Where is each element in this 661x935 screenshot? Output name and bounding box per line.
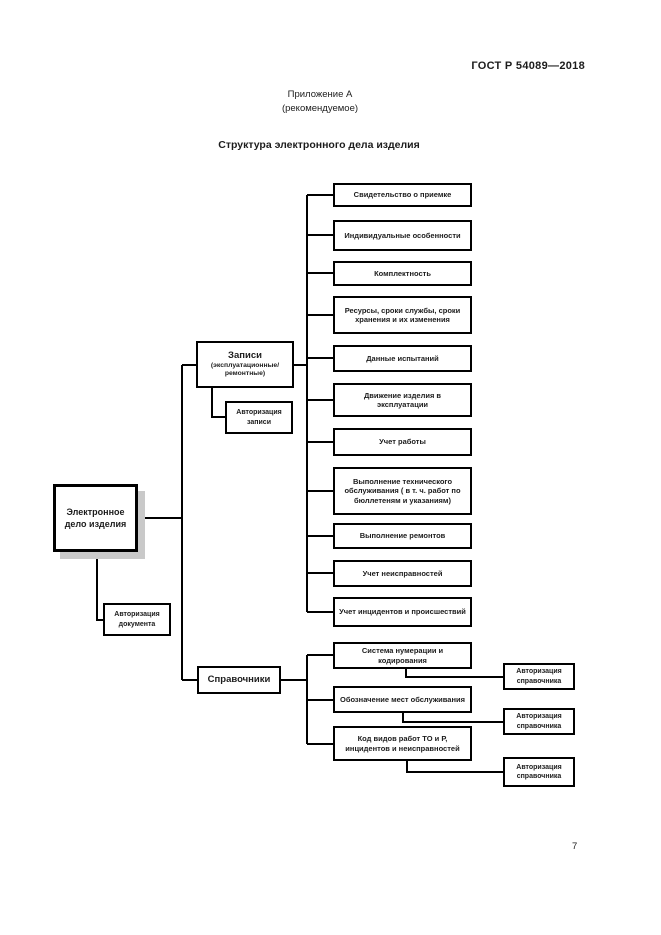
document-auth-label: Авторизация документа: [114, 611, 160, 628]
record-item-box-product-movement: Движение изделия в эксплуатации: [333, 383, 472, 417]
directory-auth-box-3: Авторизация справочника: [503, 757, 575, 787]
record-item-label: Учет инцидентов и происшествий: [339, 607, 466, 617]
records-branch-box: Записи (эксплуатационные/ ремонтные): [196, 341, 294, 388]
directory-item-label: Код видов работ ТО и Р, инцидентов и неи…: [345, 734, 460, 753]
directory-item-label: Обозначение мест обслуживания: [339, 694, 465, 704]
records-branch-title: Записи: [228, 350, 262, 362]
document-code: ГОСТ Р 54089—2018: [471, 60, 585, 72]
root-label: Электронное дело изделия: [64, 506, 127, 529]
record-item-box-faults: Учет неисправностей: [333, 560, 472, 587]
record-auth-label: Авторизация записи: [236, 409, 282, 426]
record-item-label: Свидетельство о приемке: [353, 190, 452, 200]
diagram-title: Структура электронного дела изделия: [218, 139, 420, 151]
root-box: Электронное дело изделия: [53, 484, 138, 552]
directory-auth-label: Авторизация справочника: [516, 763, 562, 780]
appendix-heading: Приложение А (рекомендуемое): [120, 88, 520, 116]
page-number: 7: [572, 841, 578, 852]
directories-branch-box: Справочники: [197, 666, 281, 694]
record-item-box-incidents: Учет инцидентов и происшествий: [333, 597, 472, 627]
record-item-label: Учет работы: [379, 437, 426, 447]
appendix-title: Приложение А: [287, 89, 353, 100]
record-item-label: Выполнение ремонтов: [359, 531, 446, 541]
directory-item-box-work-codes: Код видов работ ТО и Р, инцидентов и неи…: [333, 726, 472, 761]
records-branch-subtitle: (эксплуатационные/ ремонтные): [210, 361, 280, 378]
directory-auth-box-2: Авторизация справочника: [503, 708, 575, 735]
document-auth-box: Авторизация документа: [103, 603, 171, 636]
directory-item-box-numbering: Система нумерации и кодирования: [333, 642, 472, 669]
appendix-note: (рекомендуемое): [281, 102, 359, 114]
directory-auth-label: Авторизация справочника: [516, 668, 562, 685]
record-item-box-resources: Ресурсы, сроки службы, сроки хранения и …: [333, 296, 472, 334]
record-item-box-completeness: Комплектность: [333, 261, 472, 286]
record-item-box-test-data: Данные испытаний: [333, 345, 472, 372]
record-item-label: Движение изделия в эксплуатации: [363, 390, 442, 409]
record-item-box-work-record: Учет работы: [333, 428, 472, 456]
record-item-label: Данные испытаний: [366, 353, 439, 363]
record-item-box-acceptance: Свидетельство о приемке: [333, 183, 472, 207]
record-item-box-repairs: Выполнение ремонтов: [333, 523, 472, 549]
directories-branch-title: Справочники: [207, 674, 271, 686]
directory-item-label: Система нумерации и кодирования: [361, 646, 444, 665]
record-item-label: Выполнение технического обслуживания ( в…: [344, 476, 461, 505]
directory-auth-box-1: Авторизация справочника: [503, 663, 575, 690]
directory-item-box-service-locations: Обозначение мест обслуживания: [333, 686, 472, 713]
record-item-label: Индивидуальные особенности: [344, 230, 461, 240]
record-item-label: Учет неисправностей: [362, 568, 443, 578]
record-item-box-maintenance: Выполнение технического обслуживания ( в…: [333, 467, 472, 515]
record-item-label: Ресурсы, сроки службы, сроки хранения и …: [344, 305, 461, 324]
directory-auth-label: Авторизация справочника: [516, 713, 562, 730]
record-item-box-individual-features: Индивидуальные особенности: [333, 220, 472, 251]
record-item-label: Комплектность: [374, 268, 431, 278]
record-auth-box: Авторизация записи: [225, 401, 293, 434]
